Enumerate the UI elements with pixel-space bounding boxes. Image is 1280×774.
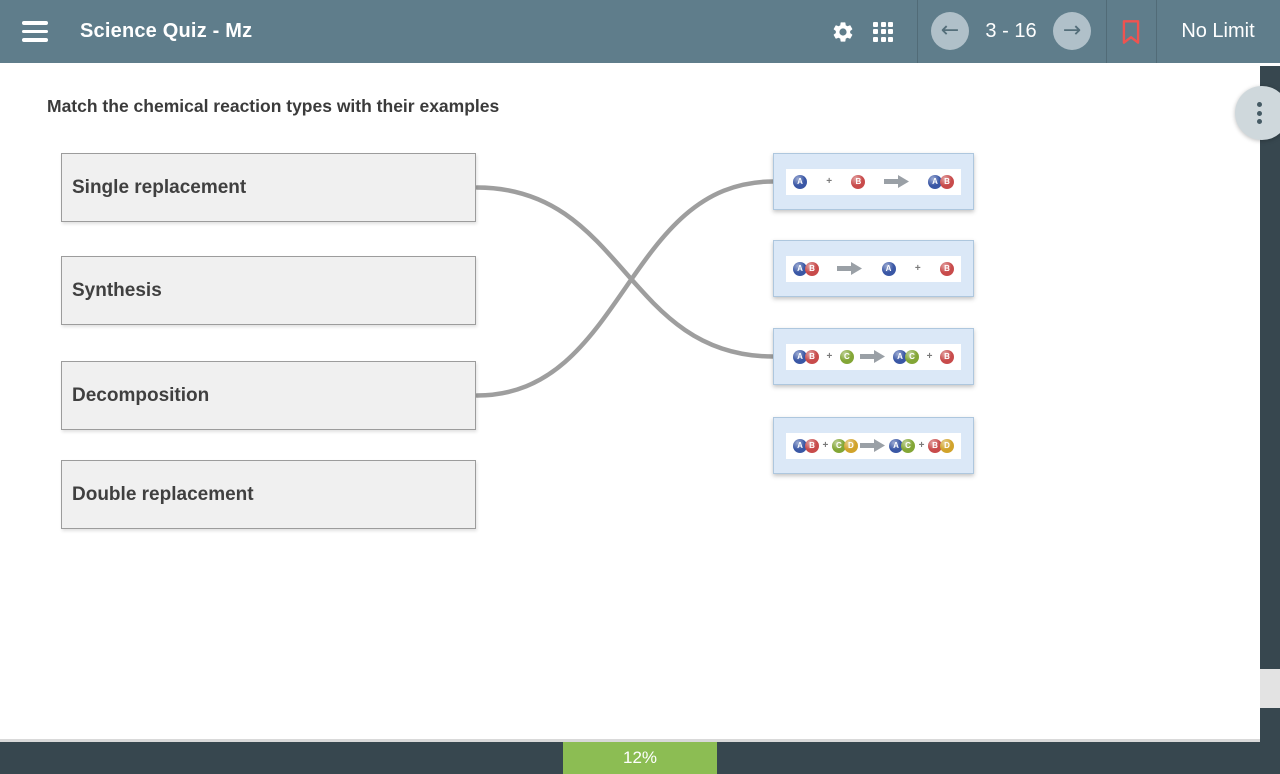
match-line [474, 179, 776, 398]
plus-sign: + [914, 263, 921, 274]
atom-a: A [793, 261, 807, 276]
atom-c: C [831, 438, 846, 453]
arrow-right-icon: → [1062, 18, 1082, 43]
next-question-button[interactable]: → [1053, 12, 1091, 50]
molecule-a: A [793, 174, 807, 189]
reaction-arrow-icon [837, 262, 863, 275]
atom-a: A [927, 174, 942, 189]
match-option-label: Decomposition [72, 384, 210, 406]
molecule-b: B [851, 174, 866, 189]
atom-b: B [805, 438, 819, 453]
atom-d: D [843, 438, 858, 453]
question-area: Match the chemical reaction types with t… [0, 63, 1260, 742]
kebab-icon [1256, 102, 1262, 107]
molecule-b: B [939, 349, 954, 364]
atom-a: A [793, 349, 807, 364]
atom-c: C [901, 438, 916, 453]
progress-label: 12% [622, 748, 658, 767]
atom-b: B [851, 174, 866, 189]
atom-b: B [927, 438, 942, 453]
match-option-label: Double replacement [72, 483, 254, 505]
time-limit-label: No Limit [1181, 20, 1255, 42]
molecule-b: B [939, 261, 954, 276]
header-divider [1156, 0, 1157, 63]
previous-question-button[interactable]: ← [931, 12, 969, 50]
match-option-box[interactable]: Single replacement [61, 153, 476, 222]
atom-c: C [905, 349, 920, 364]
page-indicator: 3 - 16 [985, 20, 1037, 42]
settings-button[interactable] [828, 0, 858, 63]
match-option-box[interactable]: Synthesis [61, 256, 476, 325]
header-divider [917, 0, 918, 63]
molecule-a: A [881, 261, 896, 276]
match-option-box[interactable]: Double replacement [61, 460, 476, 529]
question-grid-button[interactable] [868, 0, 898, 63]
menu-button[interactable] [22, 21, 50, 42]
match-option-label: Synthesis [72, 279, 162, 301]
match-option-label: Single replacement [72, 176, 247, 198]
reaction-arrow-icon [860, 350, 886, 363]
progress-bar: 12% [0, 742, 1280, 774]
gear-icon [833, 21, 853, 42]
more-options-button[interactable] [1235, 86, 1280, 140]
header-divider [1106, 0, 1107, 63]
plus-sign: + [826, 176, 833, 187]
atom-a: A [793, 438, 807, 453]
progress-fill: 12% [563, 742, 717, 774]
atom-b: B [805, 349, 819, 364]
plus-sign: + [926, 351, 933, 362]
atom-d: D [939, 438, 954, 453]
bookmark-button[interactable] [1113, 0, 1149, 63]
scrollbar-thumb[interactable] [1260, 669, 1280, 708]
molecule-c: C [839, 349, 854, 364]
question-prompt: Match the chemical reaction types with t… [47, 96, 500, 116]
plus-sign: + [826, 351, 833, 362]
atom-a: A [881, 261, 896, 276]
bookmark-icon [1122, 19, 1140, 44]
grid-icon [873, 21, 893, 42]
plus-sign: + [822, 440, 829, 451]
match-line [474, 185, 776, 359]
atom-c: C [839, 349, 854, 364]
hamburger-icon [22, 21, 48, 25]
atom-b: B [939, 261, 954, 276]
match-option-box[interactable]: Decomposition [61, 361, 476, 430]
arrow-left-icon: ← [940, 18, 960, 43]
atom-a: A [889, 438, 904, 453]
app-header: Science Quiz - Mz ← 3 - 16 → No Limit [0, 0, 1280, 63]
atom-a: A [893, 349, 908, 364]
reaction-arrow-icon [883, 175, 909, 188]
plus-sign: + [918, 440, 925, 451]
scrollbar-track[interactable] [1260, 66, 1280, 774]
atom-b: B [939, 349, 954, 364]
atom-b: B [805, 261, 819, 276]
atom-b: B [939, 174, 954, 189]
reaction-arrow-icon [860, 439, 886, 452]
app-title: Science Quiz - Mz [80, 20, 253, 42]
atom-a: A [793, 174, 807, 189]
